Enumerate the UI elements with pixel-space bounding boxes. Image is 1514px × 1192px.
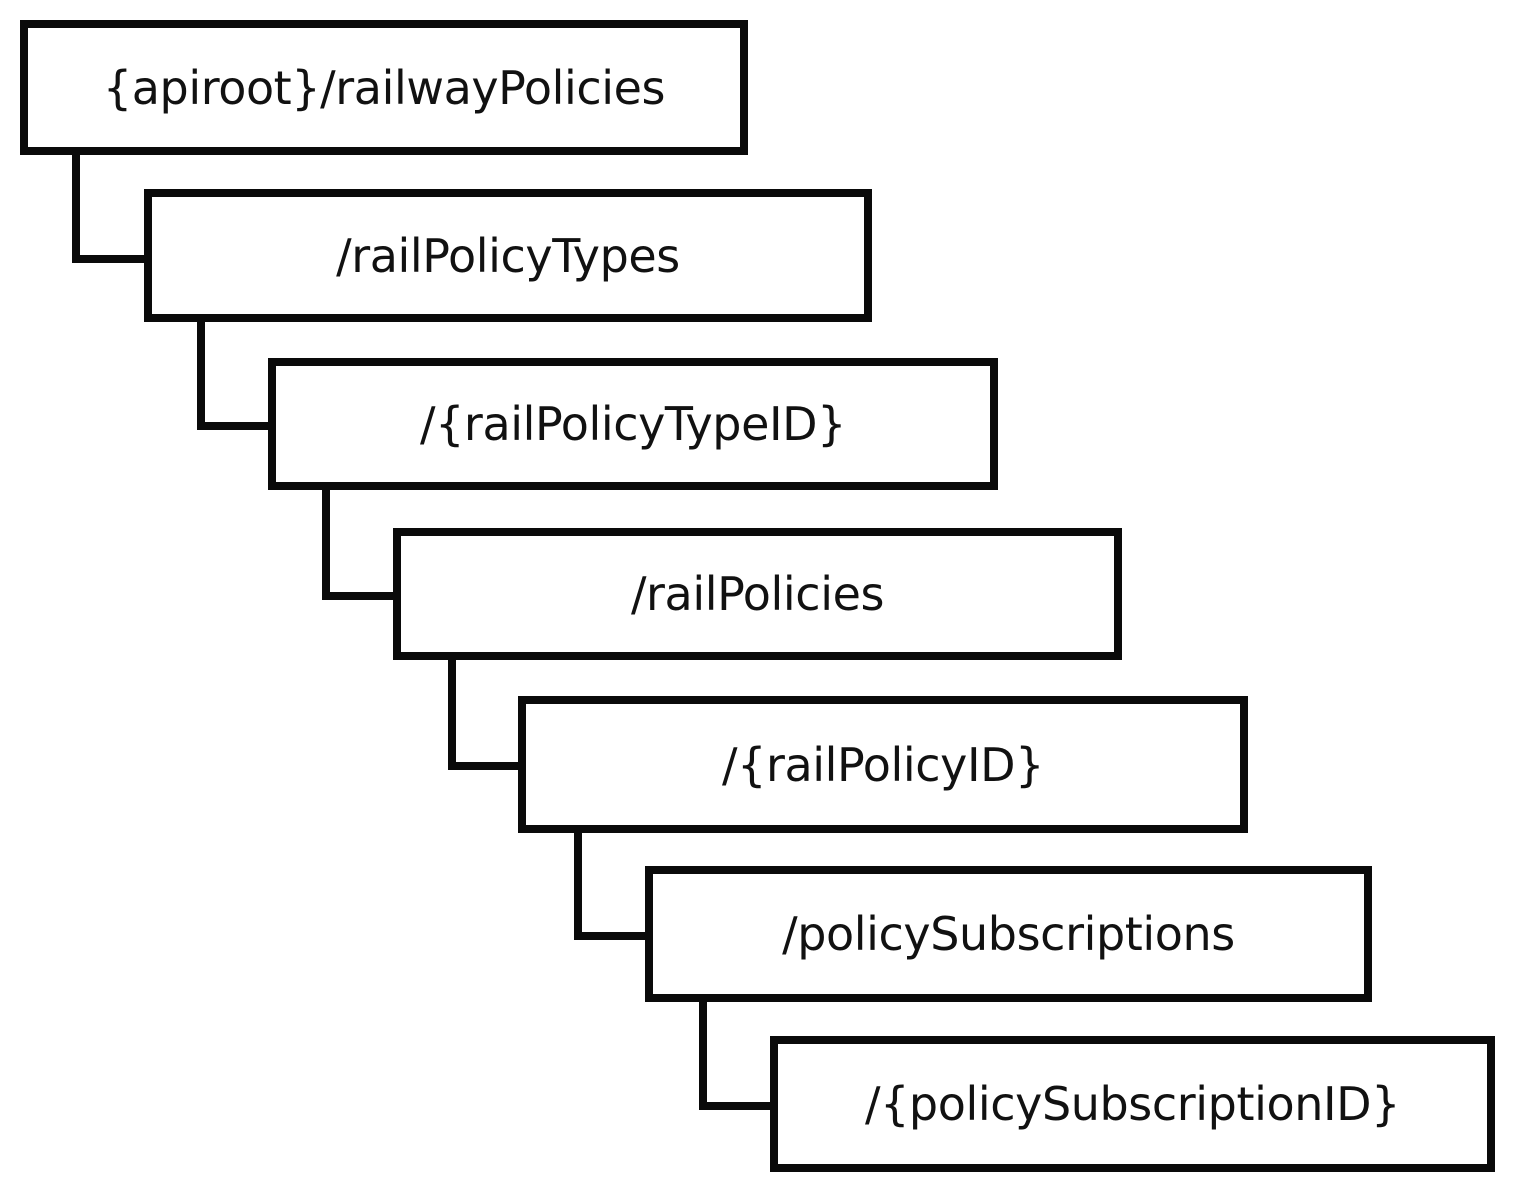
connector-vertical-railwayPolicies-to-railPolicyTypes — [72, 147, 80, 263]
path-node-label: /railPolicyTypes — [336, 228, 680, 283]
connector-horizontal-railPolicyTypes-to-railPolicyTypeID — [197, 422, 276, 430]
connector-vertical-railPolicyID-to-policySubscriptions — [574, 825, 582, 940]
connector-vertical-railPolicies-to-railPolicyID — [448, 652, 456, 770]
connector-horizontal-policySubscriptions-to-policySubscriptionID — [699, 1102, 778, 1110]
path-node-label: /{railPolicyTypeID} — [419, 397, 847, 451]
connector-vertical-railPolicyTypes-to-railPolicyTypeID — [197, 314, 205, 430]
path-node-label: /railPolicies — [630, 567, 885, 621]
path-node-label: /{policySubscriptionID} — [864, 1077, 1401, 1131]
path-node-label: /{railPolicyID} — [722, 737, 1044, 792]
path-node-policySubscriptions[interactable]: /policySubscriptions — [645, 866, 1372, 1002]
path-node-railPolicyID[interactable]: /{railPolicyID} — [518, 696, 1248, 833]
path-node-railPolicyTypeID[interactable]: /{railPolicyTypeID} — [268, 358, 998, 490]
connector-vertical-policySubscriptions-to-policySubscriptionID — [699, 994, 707, 1110]
path-node-label: {apiroot}/railwayPolicies — [102, 60, 666, 115]
path-node-railwayPolicies[interactable]: {apiroot}/railwayPolicies — [20, 20, 748, 155]
path-node-railPolicyTypes[interactable]: /railPolicyTypes — [144, 189, 872, 322]
path-node-label: /policySubscriptions — [782, 907, 1235, 961]
connector-horizontal-railPolicyID-to-policySubscriptions — [574, 932, 653, 940]
connector-horizontal-railPolicyTypeID-to-railPolicies — [322, 592, 401, 600]
connector-horizontal-railPolicies-to-railPolicyID — [448, 762, 526, 770]
path-node-policySubscriptionID[interactable]: /{policySubscriptionID} — [770, 1036, 1495, 1172]
path-node-railPolicies[interactable]: /railPolicies — [393, 528, 1122, 660]
connector-vertical-railPolicyTypeID-to-railPolicies — [322, 482, 330, 600]
connector-horizontal-railwayPolicies-to-railPolicyTypes — [72, 255, 152, 263]
